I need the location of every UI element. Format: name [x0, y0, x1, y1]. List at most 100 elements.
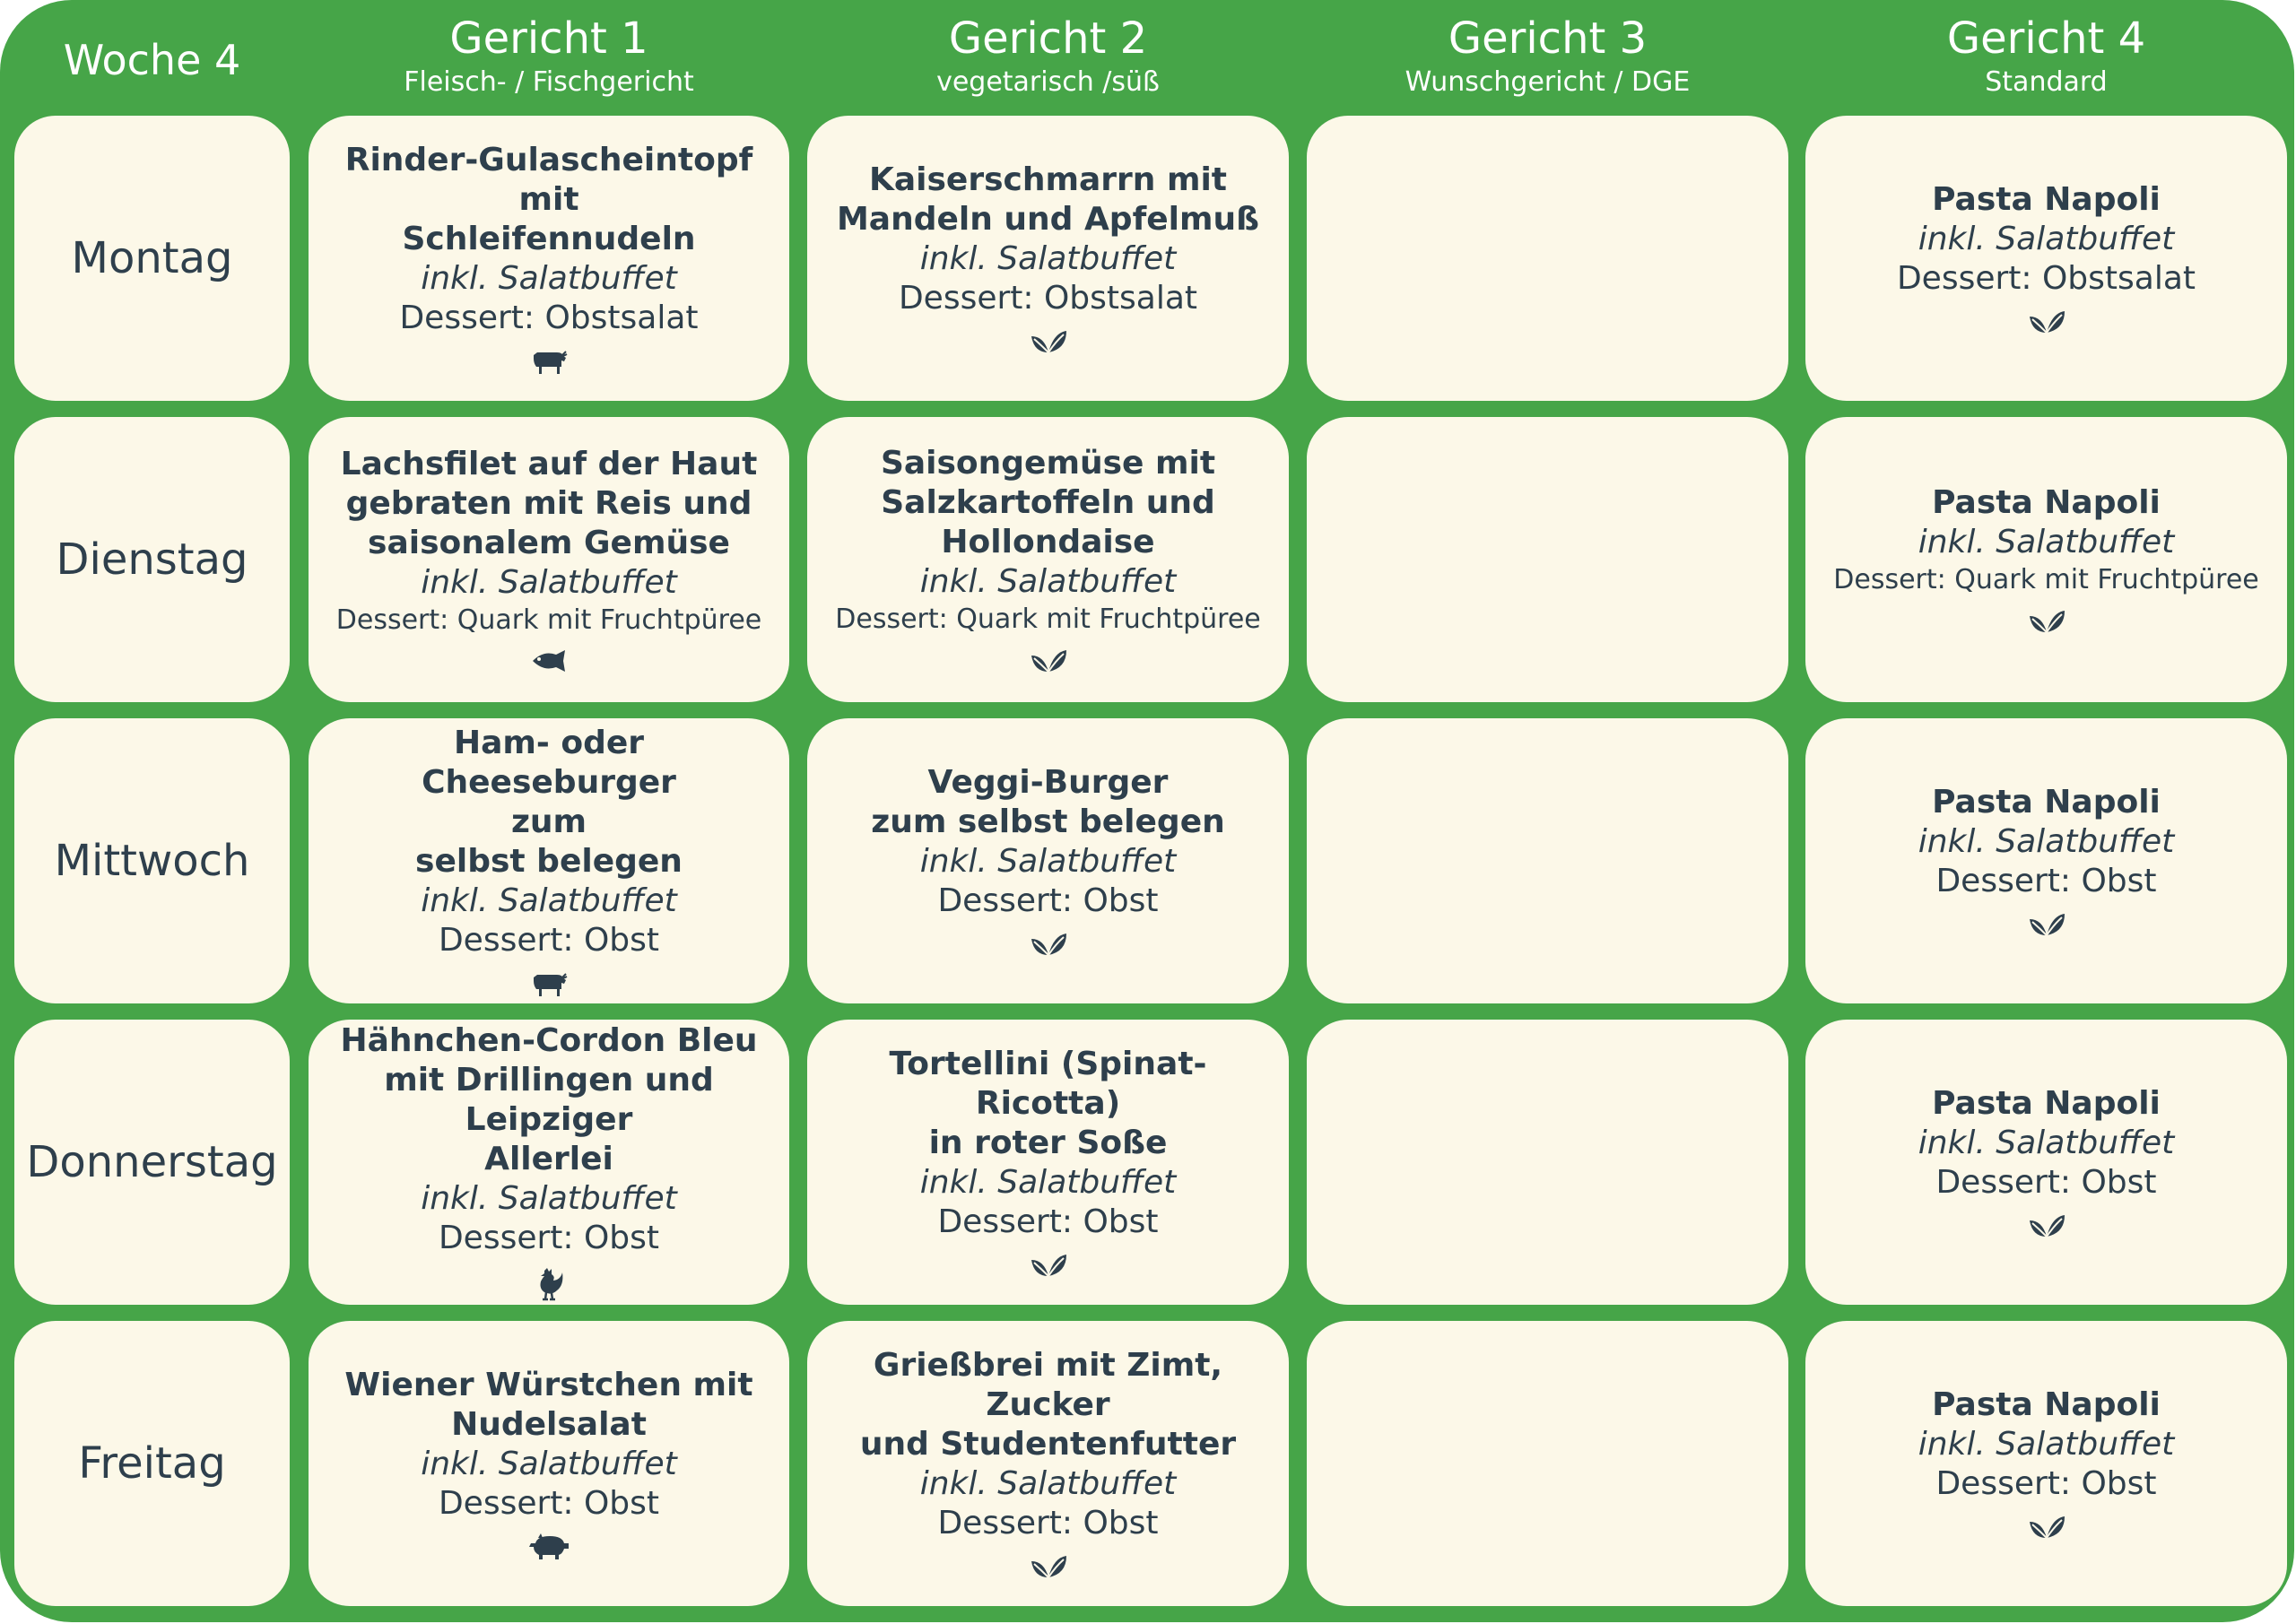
salad-note: inkl. Salatbuffet	[1918, 221, 2175, 257]
pig-icon	[526, 1533, 571, 1561]
dish-name: Pasta Napoli	[1932, 180, 2161, 220]
dessert-note: Dessert: Obstsalat	[898, 280, 1198, 317]
dish-line: zum	[510, 803, 587, 840]
dessert-note: Dessert: Obst	[438, 1220, 660, 1256]
leaf-icon	[2027, 607, 2066, 636]
dish-name: Pasta Napoli	[1932, 1084, 2161, 1124]
dessert-note: Dessert: Obst	[937, 1505, 1159, 1541]
dish-line: zum selbst belegen	[871, 803, 1225, 840]
dish-line: Veggi-Burger	[927, 764, 1169, 801]
dessert-note: Dessert: Quark mit Fruchtpüree	[1833, 564, 2259, 595]
column-title: Gericht 4	[1946, 13, 2146, 64]
dish-line: Pasta Napoli	[1932, 484, 2161, 521]
column-subtitle: Standard	[1985, 66, 2108, 98]
salad-note: inkl. Salatbuffet	[919, 563, 1177, 600]
dessert-note: Dessert: Obst	[1935, 863, 2157, 899]
dish-name: Pasta Napoli	[1932, 483, 2161, 523]
dish-line: Saisongemüse mit	[880, 445, 1216, 482]
dish-line: Rinder-Gulascheintopf mit	[344, 142, 753, 218]
dish-line: Salzkartoffeln und	[881, 484, 1215, 521]
dessert-note: Dessert: Quark mit Fruchtpüree	[335, 604, 762, 636]
dish-line: Mandeln und Apfelmuß	[836, 201, 1260, 238]
week-title: Woche 4	[63, 36, 241, 84]
dish-line: Pasta Napoli	[1932, 1386, 2161, 1423]
leaf-icon	[1029, 1251, 1068, 1280]
day-name: Freitag	[78, 1438, 226, 1489]
dish-line: Pasta Napoli	[1932, 1085, 2161, 1122]
column-title: Gericht 1	[449, 13, 648, 64]
dish-line: Pasta Napoli	[1932, 784, 2161, 821]
salad-note: inkl. Salatbuffet	[1918, 524, 2175, 560]
day-name: Mittwoch	[54, 836, 250, 886]
dish-line: selbst belegen	[415, 843, 683, 880]
cow-icon	[530, 969, 568, 998]
dish-line: gebraten mit Reis und	[345, 485, 752, 522]
leaf-icon	[1029, 647, 1068, 675]
dish-line: Wiener Würstchen mit	[344, 1367, 753, 1403]
dish-line: mit Drillingen und Leipziger	[384, 1062, 714, 1138]
chicken-icon	[534, 1267, 564, 1303]
column-subtitle: vegetarisch /süß	[936, 66, 1160, 98]
salad-note: inkl. Salatbuffet	[919, 1164, 1177, 1201]
salad-note: inkl. Salatbuffet	[421, 1446, 677, 1482]
salad-note: inkl. Salatbuffet	[1918, 1125, 2175, 1161]
dessert-note: Dessert: Obst	[438, 922, 660, 959]
column-subtitle: Fleisch- / Fischgericht	[404, 66, 694, 98]
leaf-icon	[1029, 327, 1068, 356]
dessert-note: Dessert: Obstsalat	[399, 300, 699, 336]
salad-note: inkl. Salatbuffet	[919, 240, 1177, 277]
salad-note: inkl. Salatbuffet	[919, 1465, 1177, 1502]
dish-line: Kaiserschmarrn mit	[868, 161, 1228, 198]
dish-line: Nudelsalat	[451, 1406, 647, 1443]
salad-note: inkl. Salatbuffet	[421, 260, 677, 297]
dish-line: Hähnchen-Cordon Bleu	[340, 1022, 758, 1059]
day-cell-donnerstag: Donnerstag	[14, 1020, 290, 1305]
column-subtitle: Wunschgericht / DGE	[1405, 66, 1691, 98]
dessert-note: Dessert: Obstsalat	[1896, 260, 2196, 297]
salad-note: inkl. Salatbuffet	[919, 843, 1177, 880]
day-cell-montag: Montag	[14, 116, 290, 401]
dish-line: saisonalem Gemüse	[368, 525, 730, 561]
fish-icon	[529, 647, 569, 674]
dish-line: Hollondaise	[941, 524, 1155, 560]
leaf-icon	[2027, 910, 2066, 939]
meal-cell-empty	[1307, 1321, 1788, 1606]
meal-cell-empty	[1307, 718, 1788, 1003]
meal-cell-empty	[1307, 116, 1788, 401]
dish-line: Pasta Napoli	[1932, 181, 2161, 218]
dish-line: Allerlei	[484, 1141, 613, 1177]
salad-note: inkl. Salatbuffet	[1918, 823, 2175, 860]
column-title: Gericht 3	[1448, 13, 1648, 64]
dish-name: Tortellini (Spinat-Ricotta)in roter Soße	[820, 1045, 1276, 1163]
week-label: Woche 4	[14, 11, 290, 109]
salad-note: inkl. Salatbuffet	[421, 882, 677, 919]
day-name: Dienstag	[56, 534, 248, 585]
column-title: Gericht 2	[948, 13, 1148, 64]
dessert-note: Dessert: Obst	[1935, 1465, 2157, 1502]
cow-icon	[530, 347, 568, 376]
dish-line: Tortellini (Spinat-Ricotta)	[889, 1046, 1207, 1122]
